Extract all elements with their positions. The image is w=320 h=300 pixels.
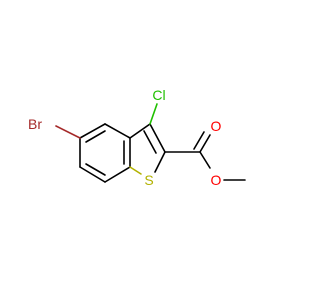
bond-s-c7 — [129, 166, 142, 175]
bond-c8-c9 — [79, 166, 106, 183]
bond-double-inner-a — [85, 130, 106, 143]
bond-c10-o-carbonyl — [199, 134, 211, 153]
atom-carbonyl-oxygen: O — [211, 118, 222, 134]
bond-double-inner-c — [85, 163, 106, 176]
bond-c4-c5 — [79, 123, 106, 139]
atom-ester-oxygen: O — [211, 172, 222, 188]
bond-c3-c2 — [149, 123, 166, 153]
atom-chlorine: Cl — [152, 87, 165, 103]
bond-c3-c2-double — [143, 130, 157, 154]
bond-c4-br — [55, 125, 81, 139]
bond-c10-o-ester — [199, 151, 211, 169]
atom-labels: Br Cl S O O — [28, 87, 222, 188]
bond-c10-o-carbonyl-double — [193, 131, 205, 150]
atom-sulfur: S — [144, 172, 153, 188]
bond-c6-c3 — [129, 123, 151, 139]
bond-c3-cl — [149, 103, 158, 125]
bonds — [55, 103, 246, 183]
bond-c7-c8 — [104, 166, 131, 183]
atom-bromine: Br — [28, 116, 42, 132]
molecule-structure: Br Cl S O O — [28, 87, 246, 188]
bond-c5-c6 — [104, 123, 131, 139]
bond-c2-s — [154, 151, 166, 173]
